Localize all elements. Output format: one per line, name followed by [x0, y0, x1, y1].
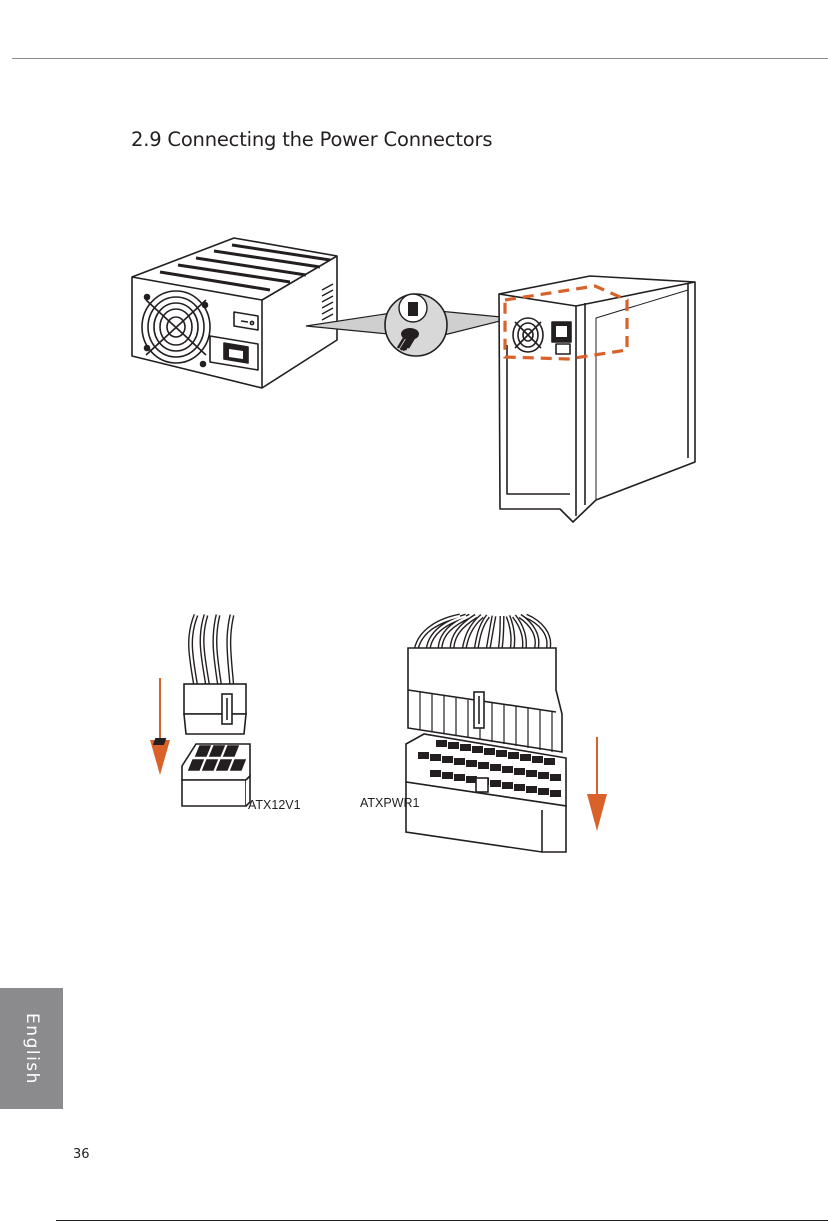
case-psu-fan	[513, 318, 543, 352]
footer-rule	[56, 1220, 828, 1221]
atx12v1-socket	[182, 744, 250, 806]
atx12v1-plug	[184, 615, 246, 734]
screw-callout	[385, 294, 447, 356]
insert-arrow-left	[150, 678, 170, 775]
language-tab-label: English	[22, 1013, 42, 1085]
psu-power-switch	[234, 312, 258, 330]
atx12v1-label: ATX12V1	[248, 798, 301, 812]
section-title: 2.9 Connecting the Power Connectors	[131, 128, 492, 151]
language-side-tab: English	[0, 988, 63, 1109]
psu-installation-figure	[120, 230, 710, 530]
header-rule	[12, 58, 828, 59]
power-connectors-illustration: ATX12V1	[140, 605, 620, 870]
insert-arrow-right	[587, 737, 607, 831]
psu-installation-illustration	[120, 230, 710, 530]
atxpwr1-plug	[408, 616, 562, 752]
atxpwr1-label: ATXPWR1	[360, 796, 420, 810]
computer-case	[499, 276, 695, 522]
page-number: 36	[73, 1147, 90, 1162]
psu-unit	[132, 238, 337, 388]
power-connectors-figure: ATX12V1	[140, 605, 620, 870]
